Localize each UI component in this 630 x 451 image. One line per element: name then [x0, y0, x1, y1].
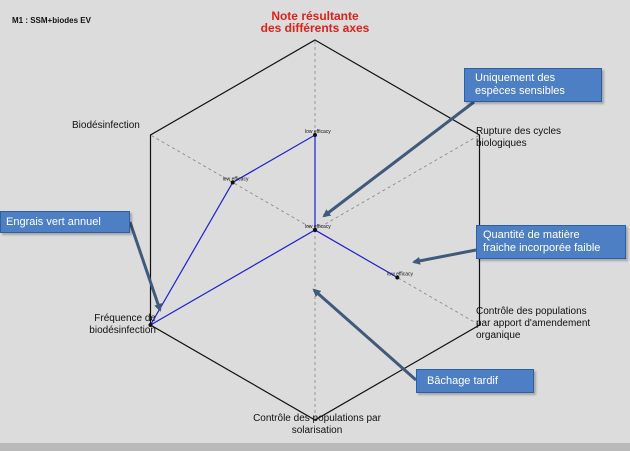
radar-spoke: [314, 134, 480, 231]
data-point: [313, 133, 317, 137]
bottom-bar: [0, 443, 630, 451]
arrow-quantite-matiere: [412, 248, 477, 265]
callout-especes-sensibles: Uniquement des espèces sensibles: [464, 68, 602, 102]
data-point: [148, 323, 153, 327]
data-label: low efficacy: [305, 129, 331, 135]
arrow-especes-sensibles: [322, 100, 475, 218]
axis-label-frequence: Fréquence de biodésinfection: [89, 313, 156, 336]
radar-outline: [149, 39, 481, 421]
data-label: low efficacy: [305, 224, 331, 230]
axis-label-rupture: Rupture des cycles biologiques: [476, 126, 562, 149]
callout-bachage: Bâchage tardif: [416, 369, 534, 393]
callout-engrais-vert: Engrais vert annuel: [0, 211, 130, 233]
arrow-engrais-vert: [128, 221, 162, 312]
radar-spoke: [150, 134, 316, 231]
callout-quantite-matiere: Quantité de matière fraiche incorporée f…: [476, 225, 626, 259]
series-line: [148, 133, 398, 327]
axis-label-solarisation: Contrôle des populations par solarisatio…: [253, 413, 381, 436]
data-point: [313, 228, 317, 232]
data-label: low efficacy: [223, 177, 249, 183]
data-label: low efficacy: [387, 272, 413, 278]
chart-subtitle: M1 : SSM+biodes EV: [12, 16, 91, 25]
data-point: [230, 180, 235, 185]
axis-label-amendement: Contrôle des populations par apport d'am…: [476, 306, 591, 341]
chart-title: Note résultante des différents axes: [260, 9, 370, 35]
data-point: [395, 275, 400, 280]
axis-label-biodesinfection: Biodésinfection: [72, 120, 140, 131]
arrow-bachage: [312, 288, 417, 382]
